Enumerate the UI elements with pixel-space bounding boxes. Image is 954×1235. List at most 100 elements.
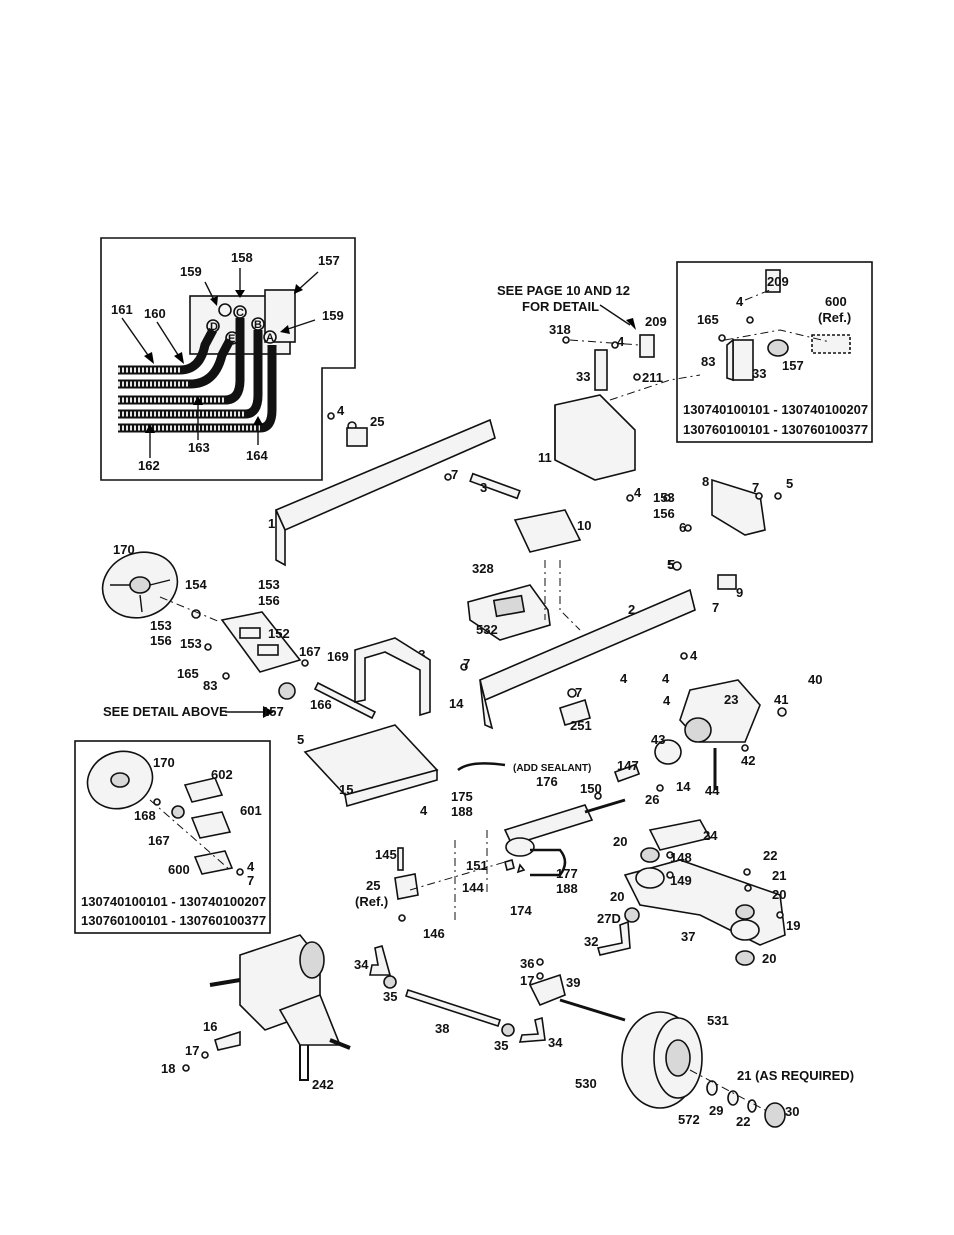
part-label: 165: [177, 666, 199, 681]
part-label: 4: [690, 648, 698, 663]
part-label: 44: [705, 783, 720, 798]
part-label: 153: [653, 490, 675, 505]
part-label: 27D: [597, 911, 621, 926]
part-label: 151: [466, 858, 488, 873]
part-label: 159: [322, 308, 344, 323]
part-label: 175: [451, 789, 473, 804]
serial-range: 130760100101 - 130760100377: [81, 913, 266, 928]
part-label: 10: [577, 518, 591, 533]
part-label: 4: [247, 859, 255, 874]
part-label: 24: [703, 828, 718, 843]
part-label: 318: [549, 322, 571, 337]
part-label: 4: [617, 334, 625, 349]
port-label: C: [236, 307, 244, 319]
part-label: 14: [676, 779, 691, 794]
part-label: 38: [435, 1021, 449, 1036]
part-label: 148: [670, 850, 692, 865]
part-label: 601: [240, 803, 262, 818]
part-label: 156: [258, 593, 280, 608]
bracket-8-group: 8 7 5 6 5 9 7: [668, 474, 793, 615]
part-label: 532: [476, 622, 498, 637]
see-page-note: FOR DETAIL: [522, 299, 599, 314]
front-axle-group: 20 148 149 22 21 20 20 27D 19 37 32 20: [584, 834, 800, 966]
part-label: 156: [653, 506, 675, 521]
part-label: 157: [782, 358, 804, 373]
part-label: 22: [736, 1114, 750, 1129]
part-label: 2: [628, 602, 635, 617]
part-label: 30: [785, 1104, 799, 1119]
part-label: (Ref.): [355, 894, 388, 909]
part-label: 1: [268, 516, 275, 531]
part-label: 211: [642, 370, 663, 385]
see-page-note: SEE PAGE 10 AND 12: [497, 283, 630, 298]
port-label: E: [228, 333, 235, 345]
part-label: 33: [576, 369, 590, 384]
part-label: 242: [312, 1077, 334, 1092]
part-label: 162: [138, 458, 160, 473]
serial-range: 130760100101 - 130760100377: [683, 422, 868, 437]
part-label: 9: [736, 585, 743, 600]
part-label: 29: [709, 1103, 723, 1118]
part-label: 7: [712, 600, 719, 615]
part-label: 209: [645, 314, 667, 329]
see-detail-note: SEE DETAIL ABOVE: [103, 704, 228, 719]
part-label: 600: [168, 862, 190, 877]
part-label: 32: [584, 934, 598, 949]
part-label: 19: [786, 918, 800, 933]
part-label: 170: [113, 542, 135, 557]
part-label: 42: [741, 753, 755, 768]
part-label: 22: [763, 848, 777, 863]
part-label: 174: [510, 903, 532, 918]
part-label: 17: [185, 1043, 199, 1058]
part-label: 4: [620, 671, 628, 686]
part-label: 167: [299, 644, 321, 659]
part-label: 161: [111, 302, 133, 317]
serial-range: 130740100101 - 130740100207: [683, 402, 868, 417]
part-label: 169: [327, 649, 349, 664]
part-label: 144: [462, 880, 484, 895]
part-label: 20: [610, 889, 624, 904]
part-label: 34: [354, 957, 369, 972]
part-label: 530: [575, 1076, 597, 1091]
steering-detail-inset: 170 602 168 601 167 600 4 7 130740100101…: [74, 740, 271, 934]
part-label: 39: [566, 975, 580, 990]
part-label: 5: [668, 557, 675, 572]
part-label: 7: [247, 873, 254, 888]
part-label: 5: [297, 732, 304, 747]
part-label: 147: [617, 758, 639, 773]
part-label: 35: [494, 1038, 508, 1053]
part-label: 41: [774, 692, 788, 707]
middle-frame-group: 328 532 2 7 4 4 4 4 5 7 251: [354, 557, 698, 733]
part-label: 37: [681, 929, 695, 944]
part-label: 25: [370, 414, 384, 429]
right-bracket-inset: 209 4 600 (Ref.) 165 83 33 157 130740100…: [676, 261, 873, 443]
part-label: 159: [180, 264, 202, 279]
part-label: 150: [580, 781, 602, 796]
part-label: 83: [701, 354, 715, 369]
part-label: 4: [634, 485, 642, 500]
steering-group: 170 154 153 156 153 156 152 153 165 83 1…: [101, 542, 464, 720]
part-label: 600: [825, 294, 847, 309]
part-label: 177: [556, 866, 578, 881]
part-label: 26: [645, 792, 659, 807]
part-label: 146: [423, 926, 445, 941]
part-label: 152: [268, 626, 290, 641]
cylinder-mount-group: 145 151 144 174 177 188 25 (Ref.) 146: [355, 830, 578, 941]
part-label: 36: [520, 956, 534, 971]
part-label: 4: [420, 803, 428, 818]
part-label: 7: [752, 480, 759, 495]
part-label: 145: [375, 847, 397, 862]
part-label: 34: [548, 1035, 563, 1050]
part-label: 165: [697, 312, 719, 327]
part-label: 188: [556, 881, 578, 896]
part-label: 4: [337, 403, 345, 418]
part-label: 168: [134, 808, 156, 823]
part-label: 83: [203, 678, 217, 693]
part-label: 25: [366, 878, 380, 893]
add-sealant-note: (ADD SEALANT): [513, 763, 591, 774]
part-label: 5: [786, 476, 793, 491]
part-label: 4: [662, 671, 670, 686]
part-label: 209: [767, 274, 789, 289]
part-label: 153: [150, 618, 172, 633]
